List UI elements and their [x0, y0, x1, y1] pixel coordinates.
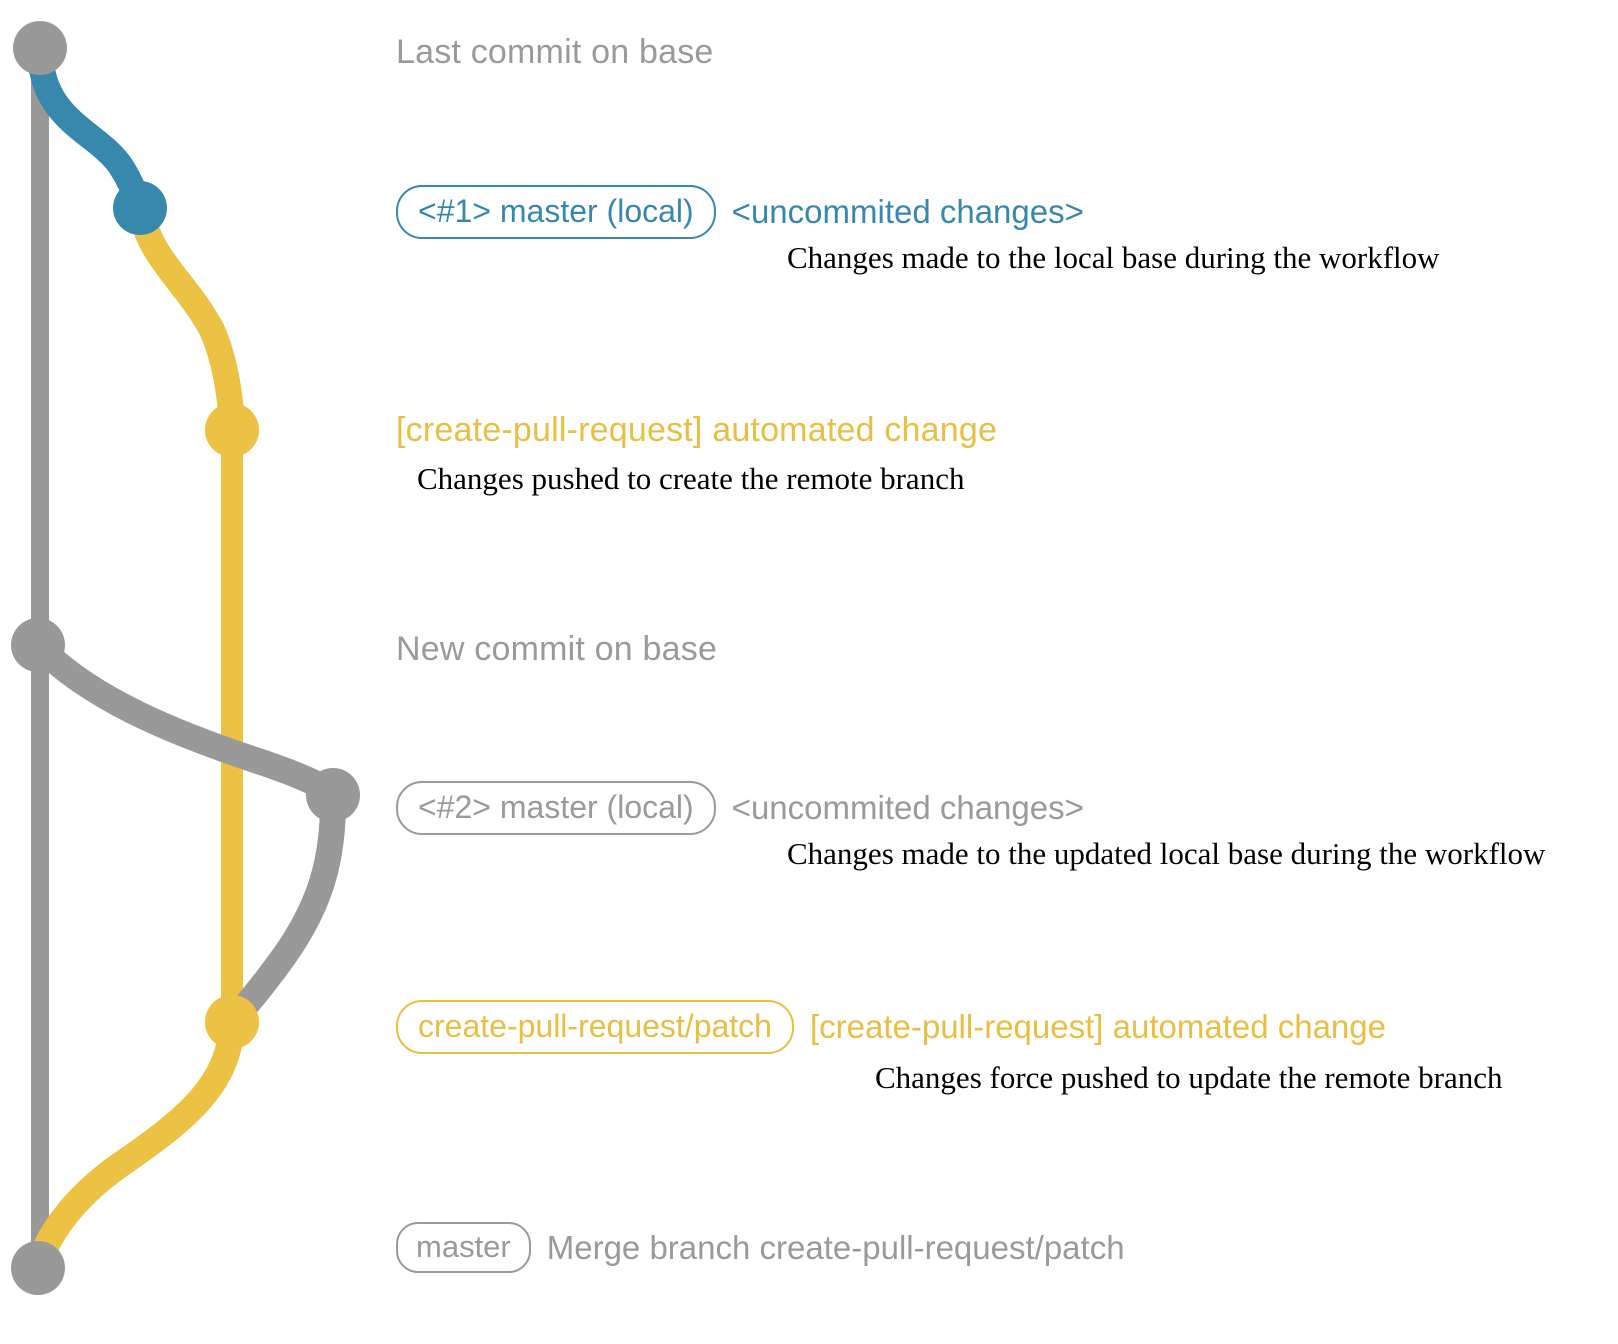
patch-merge-line	[25, 1009, 245, 1281]
node-merge-commit-master[interactable]	[11, 1241, 65, 1295]
commit-message-last-commit-on-base: Last commit on base	[396, 33, 714, 71]
commit-message-master-local-1: <uncommited changes>	[731, 193, 1084, 230]
description-automated-change-1: Changes pushed to create the remote bran…	[417, 461, 965, 496]
commit-message-new-commit-on-base: New commit on base	[396, 630, 718, 668]
node-automated-change-2[interactable]	[205, 995, 259, 1049]
node-master-local-2[interactable]	[306, 768, 360, 822]
row-automated-change-1: [create-pull-request] automated change	[396, 411, 997, 450]
row-merge-commit-master: master Merge branch create-pull-request/…	[396, 1222, 1125, 1273]
node-last-commit-on-base[interactable]	[13, 21, 67, 75]
row-new-commit-on-base: New commit on base	[396, 630, 717, 669]
row-automated-change-2: create-pull-request/patch [create-pull-r…	[396, 1000, 1386, 1054]
row-master-local-1: <#1> master (local) <uncommited changes>	[396, 185, 1084, 239]
branch-badge-master-local-2[interactable]: <#2> master (local)	[396, 781, 716, 835]
branch-badge-master-local-1[interactable]: <#1> master (local)	[396, 185, 716, 239]
branch-badge-master[interactable]: master	[396, 1222, 531, 1273]
commit-message-automated-change-1: [create-pull-request] automated change	[396, 411, 998, 449]
description-master-local-1: Changes made to the local base during th…	[787, 240, 1440, 275]
local-branch-line-1	[27, 35, 153, 221]
commit-message-merge-commit-master: Merge branch create-pull-request/patch	[546, 1228, 1125, 1266]
node-new-commit-on-base[interactable]	[11, 618, 65, 672]
node-master-local-1[interactable]	[113, 181, 167, 235]
description-master-local-2: Changes made to the updated local base d…	[787, 836, 1546, 871]
row-master-local-2: <#2> master (local) <uncommited changes>	[396, 781, 1084, 835]
node-automated-change-1[interactable]	[205, 403, 259, 457]
commit-message-master-local-2: <uncommited changes>	[731, 789, 1084, 826]
description-automated-change-2: Changes force pushed to update the remot…	[875, 1060, 1503, 1095]
branch-graph	[11, 21, 360, 1295]
commit-message-automated-change-2: [create-pull-request] automated change	[809, 1008, 1386, 1045]
local-to-patch-line-2	[219, 782, 347, 1035]
local-branch-line-2	[25, 632, 346, 808]
patch-branch-line-1	[127, 195, 245, 443]
row-last-commit-on-base: Last commit on base	[396, 33, 714, 72]
branch-badge-create-pull-request-patch[interactable]: create-pull-request/patch	[396, 1000, 794, 1054]
